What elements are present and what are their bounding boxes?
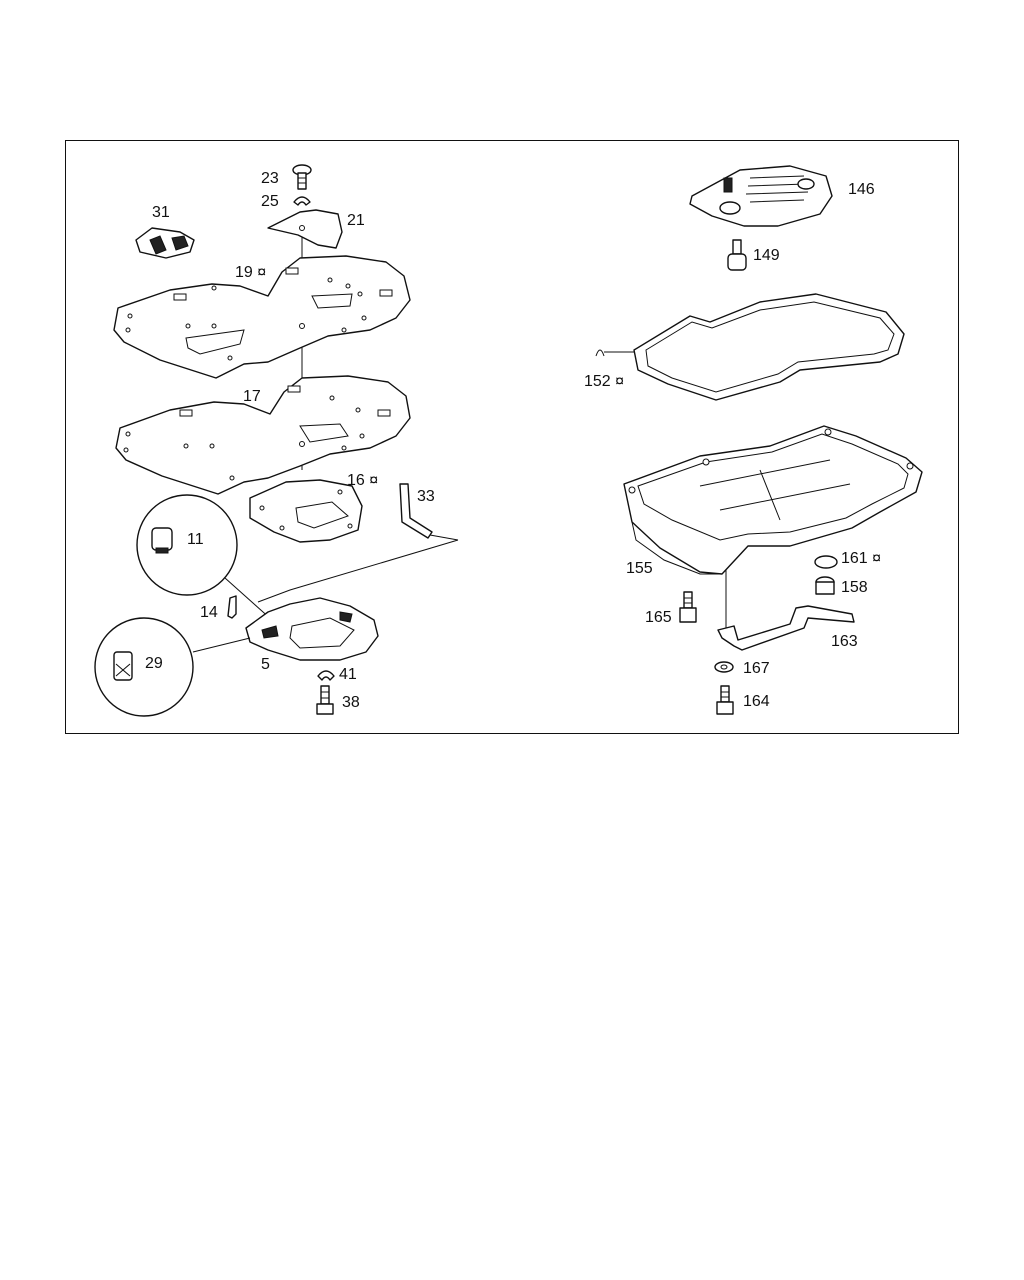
label-21: 21 (347, 212, 365, 229)
label-25: 25 (261, 193, 279, 210)
part-167-washer[interactable] (714, 661, 734, 673)
detail-circle-11[interactable] (136, 494, 273, 621)
label-41: 41 (339, 666, 357, 683)
part-21-bracket[interactable] (267, 209, 343, 249)
label-164: 164 (743, 693, 770, 710)
part-19-separator-plate[interactable] (113, 255, 411, 379)
part-155-oil-pan[interactable] (623, 425, 923, 575)
part-14-clip[interactable] (227, 595, 237, 619)
part-146-oil-filter[interactable] (689, 165, 833, 227)
part-23-screw[interactable] (292, 164, 312, 190)
label-152: 152 ¤ (584, 373, 624, 390)
label-17: 17 (243, 388, 261, 405)
label-158: 158 (841, 579, 868, 596)
label-149: 149 (753, 247, 780, 264)
label-19: 19 ¤ (235, 264, 266, 281)
label-161: 161 ¤ (841, 550, 881, 567)
label-31: 31 (152, 204, 170, 221)
part-33-tube[interactable] (257, 483, 459, 603)
part-16-gasket[interactable] (249, 479, 363, 543)
part-5-valve-body[interactable] (245, 597, 379, 661)
label-146: 146 (848, 181, 875, 198)
part-164-bolt[interactable] (716, 685, 734, 715)
part-165-bolt[interactable] (679, 591, 697, 623)
part-149-plug[interactable] (727, 239, 747, 271)
part-38-bolt[interactable] (316, 685, 334, 715)
label-5: 5 (261, 656, 270, 673)
detail-circle-29[interactable] (94, 617, 251, 717)
label-165: 165 (645, 609, 672, 626)
part-17-separator-plate[interactable] (115, 375, 411, 495)
label-14: 14 (200, 604, 218, 621)
part-161-seal-ring[interactable] (814, 555, 838, 569)
label-16: 16 ¤ (347, 472, 378, 489)
label-33: 33 (417, 488, 435, 505)
label-163: 163 (831, 633, 858, 650)
label-29: 29 (145, 655, 163, 672)
label-155: 155 (626, 560, 653, 577)
part-152-pan-gasket[interactable] (595, 293, 905, 401)
label-167: 167 (743, 660, 770, 677)
part-163-retaining-bracket[interactable] (717, 605, 855, 651)
part-25-washer[interactable] (293, 196, 311, 206)
part-158-drain-plug[interactable] (815, 576, 835, 595)
label-23: 23 (261, 170, 279, 187)
part-41-washer[interactable] (317, 670, 335, 681)
label-11: 11 (187, 531, 204, 548)
label-38: 38 (342, 694, 360, 711)
part-31-connector[interactable] (135, 227, 195, 259)
diagram-frame (65, 140, 959, 734)
